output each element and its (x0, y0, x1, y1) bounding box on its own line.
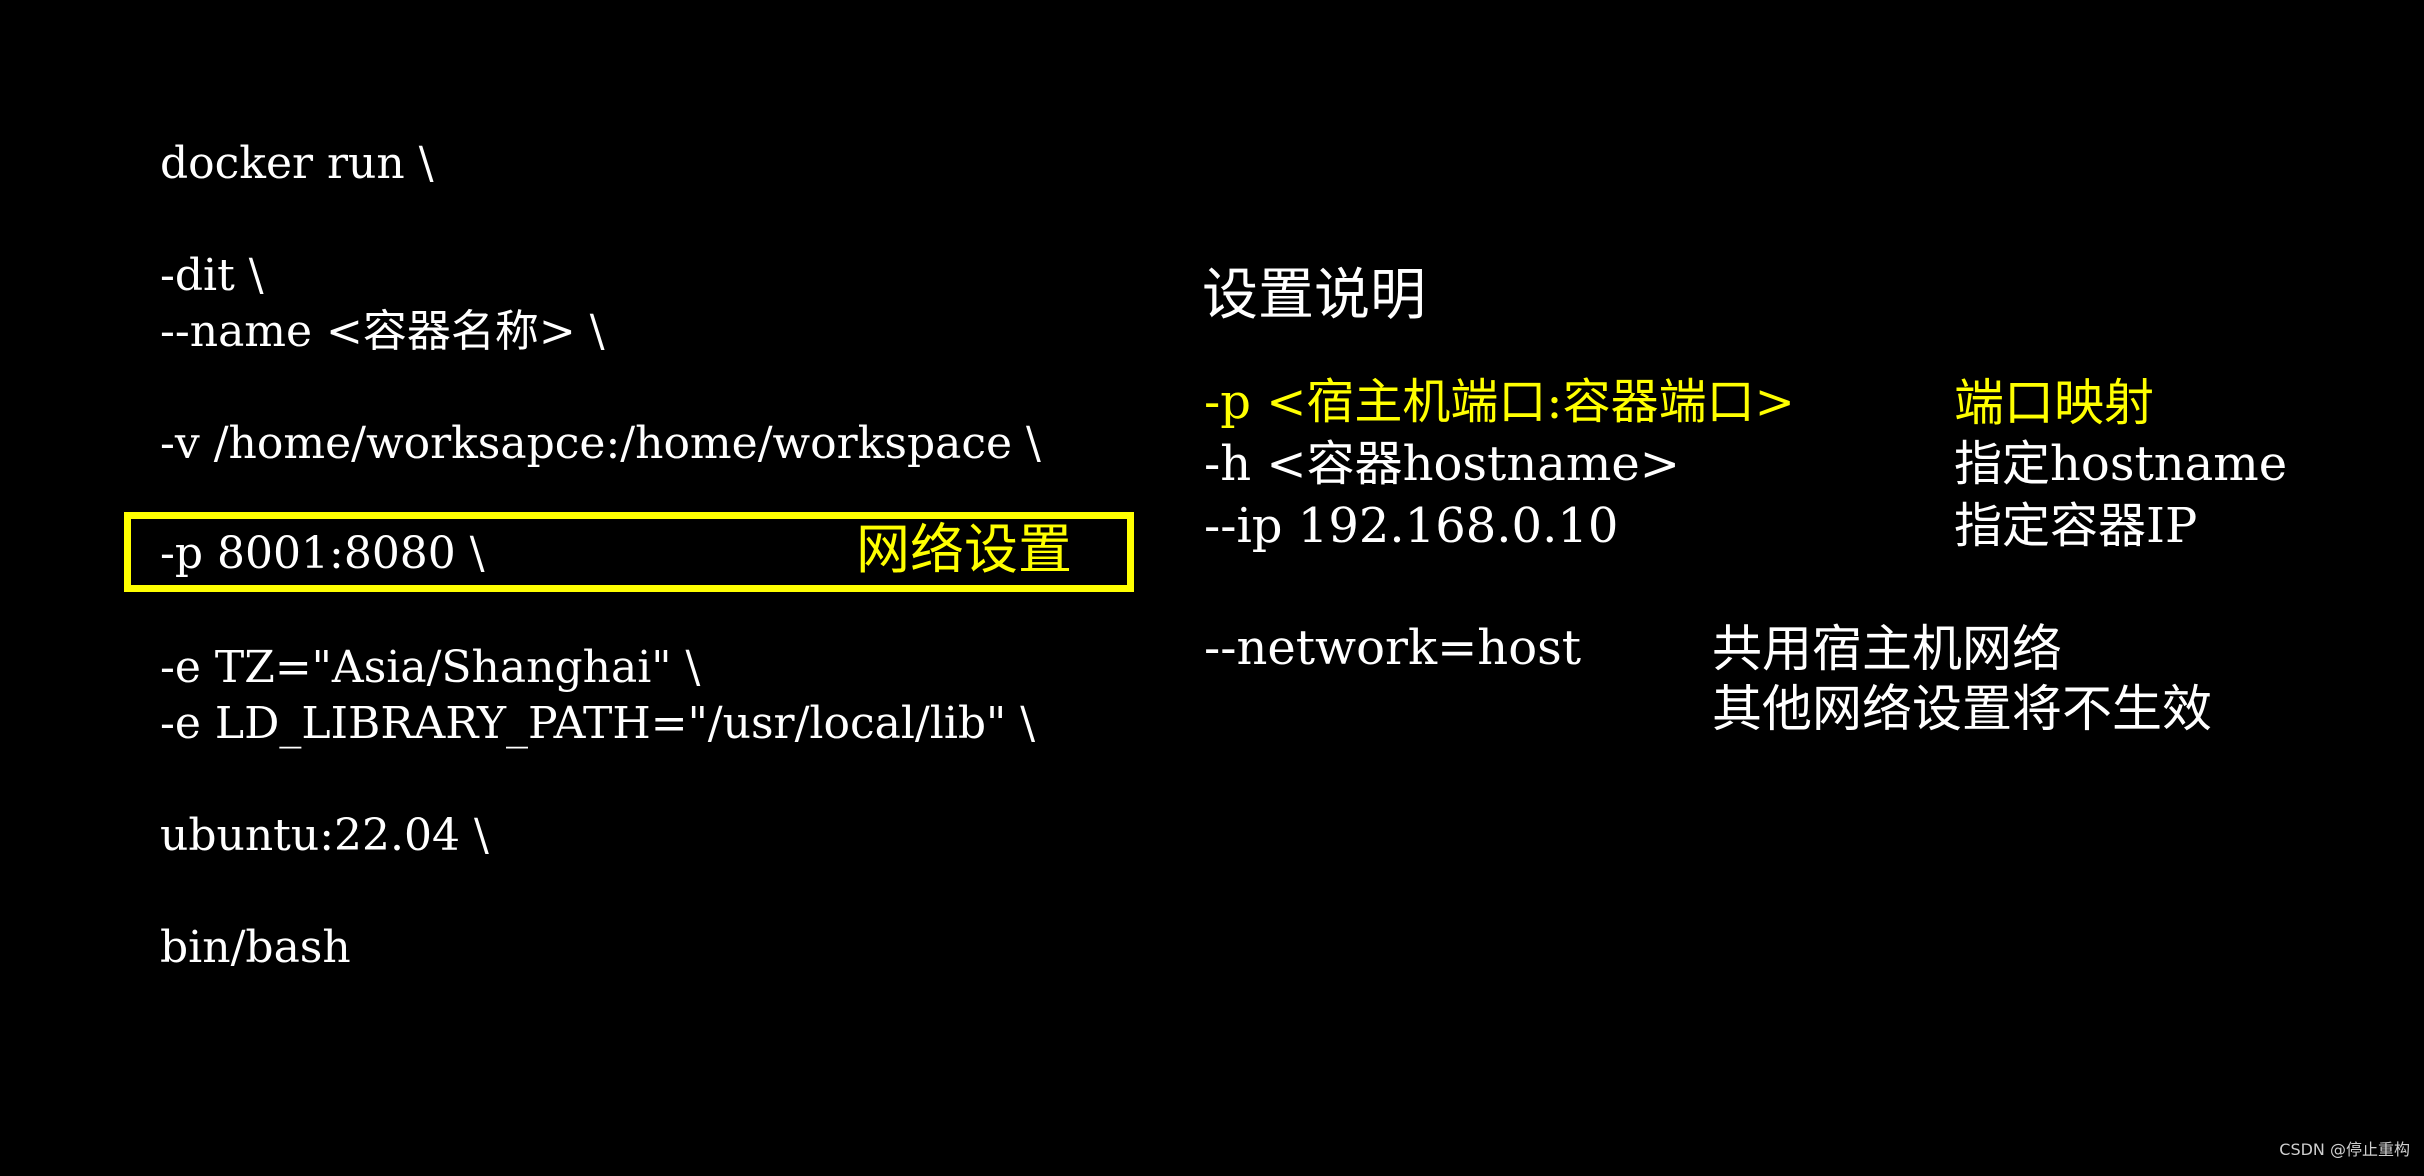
network-settings-label: 网络设置 (856, 518, 1072, 581)
option-ip: --ip 192.168.0.10 (1204, 498, 1619, 554)
command-line-image: ubuntu:22.04 \ (160, 810, 489, 861)
option-hostname: -h <容器hostname> (1204, 436, 1681, 492)
network-settings-highlight-box (124, 512, 1134, 592)
desc-port-mapping: 端口映射 (1954, 374, 2154, 432)
command-line-docker-run: docker run \ (160, 138, 434, 189)
option-port-mapping: -p <宿主机端口:容器端口> (1204, 374, 1795, 430)
command-line-dit: -dit \ (160, 250, 264, 301)
desc-network-host-line1: 共用宿主机网络 (1712, 620, 2062, 678)
desc-network-host-line2: 其他网络设置将不生效 (1712, 680, 2212, 738)
command-line-name: --name <容器名称> \ (160, 306, 605, 357)
command-line-volume: -v /home/worksapce:/home/workspace \ (160, 418, 1041, 469)
command-line-env-ld-path: -e LD_LIBRARY_PATH="/usr/local/lib" \ (160, 698, 1036, 749)
settings-title: 设置说明 (1202, 263, 1426, 328)
command-line-port: -p 8001:8080 \ (160, 528, 485, 579)
desc-hostname: 指定hostname (1954, 436, 2288, 492)
watermark-text: CSDN @停止重构 (2279, 1140, 2410, 1159)
command-line-env-tz: -e TZ="Asia/Shanghai" \ (160, 642, 701, 693)
desc-ip: 指定容器IP (1954, 498, 2198, 554)
command-line-bash: bin/bash (160, 922, 351, 973)
option-network-host: --network=host (1204, 620, 1582, 676)
